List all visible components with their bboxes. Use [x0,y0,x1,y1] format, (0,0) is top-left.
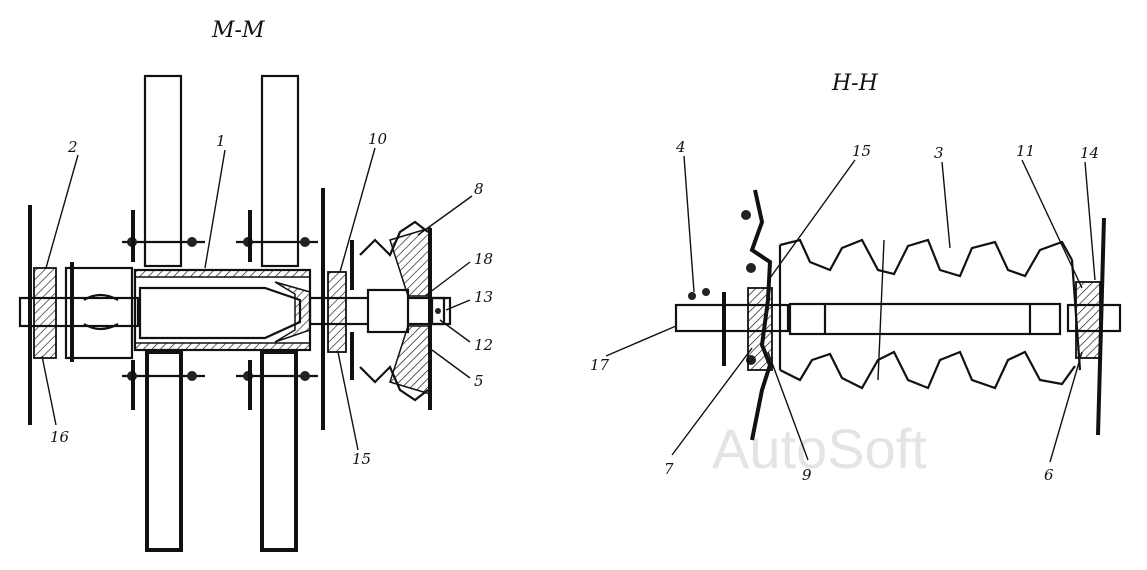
watermark: AutoSoft [712,417,927,480]
support-top-left [143,74,183,268]
right-stub-shaft [1066,303,1122,333]
label-6: 6 [1044,466,1054,484]
right-bearing-hh [1075,281,1101,359]
support-bolts [122,210,318,410]
label-17: 17 [590,356,610,374]
stub-shaft [674,303,790,333]
label-9: 9 [802,466,812,484]
left-bearing [33,267,57,359]
leaders-hh [605,155,1096,463]
view-hh: Н-Н [590,71,1122,484]
support-top-right [260,74,300,268]
view-mm-title: М-М [211,18,265,43]
inner-shaft [138,286,302,340]
left-coupling [83,293,119,331]
support-bottom-right [260,350,298,552]
left-hub [64,266,134,360]
label-12: 12 [474,336,493,354]
label-16: 16 [50,428,70,446]
pulley-hub [366,288,410,334]
label-3: 3 [934,144,944,162]
label-11: 11 [1016,142,1035,160]
label-8: 8 [474,180,484,198]
label-5: 5 [474,372,484,390]
label-15-right: 15 [852,142,871,160]
left-shaft [18,296,140,328]
label-14: 14 [1080,144,1099,162]
label-7: 7 [664,460,674,478]
label-2: 2 [67,138,78,156]
label-15-left: 15 [352,450,371,468]
drum-teeth-bottom [779,350,1076,390]
leaders-mm [41,147,473,451]
label-13: 13 [474,288,493,306]
right-bearing [327,271,347,353]
label-18: 18 [474,250,493,268]
left-bearing-hh [747,287,773,371]
label-4: 4 [675,138,686,156]
drum-teeth-top [779,238,1073,278]
drum-shaft [788,302,1062,336]
view-mm: М-М [18,18,493,552]
support-bottom-left [145,350,183,552]
view-hh-title: Н-Н [831,71,879,96]
nut [430,296,446,326]
label-10: 10 [368,130,388,148]
label-1: 1 [216,132,226,150]
right-wall [1096,217,1106,436]
